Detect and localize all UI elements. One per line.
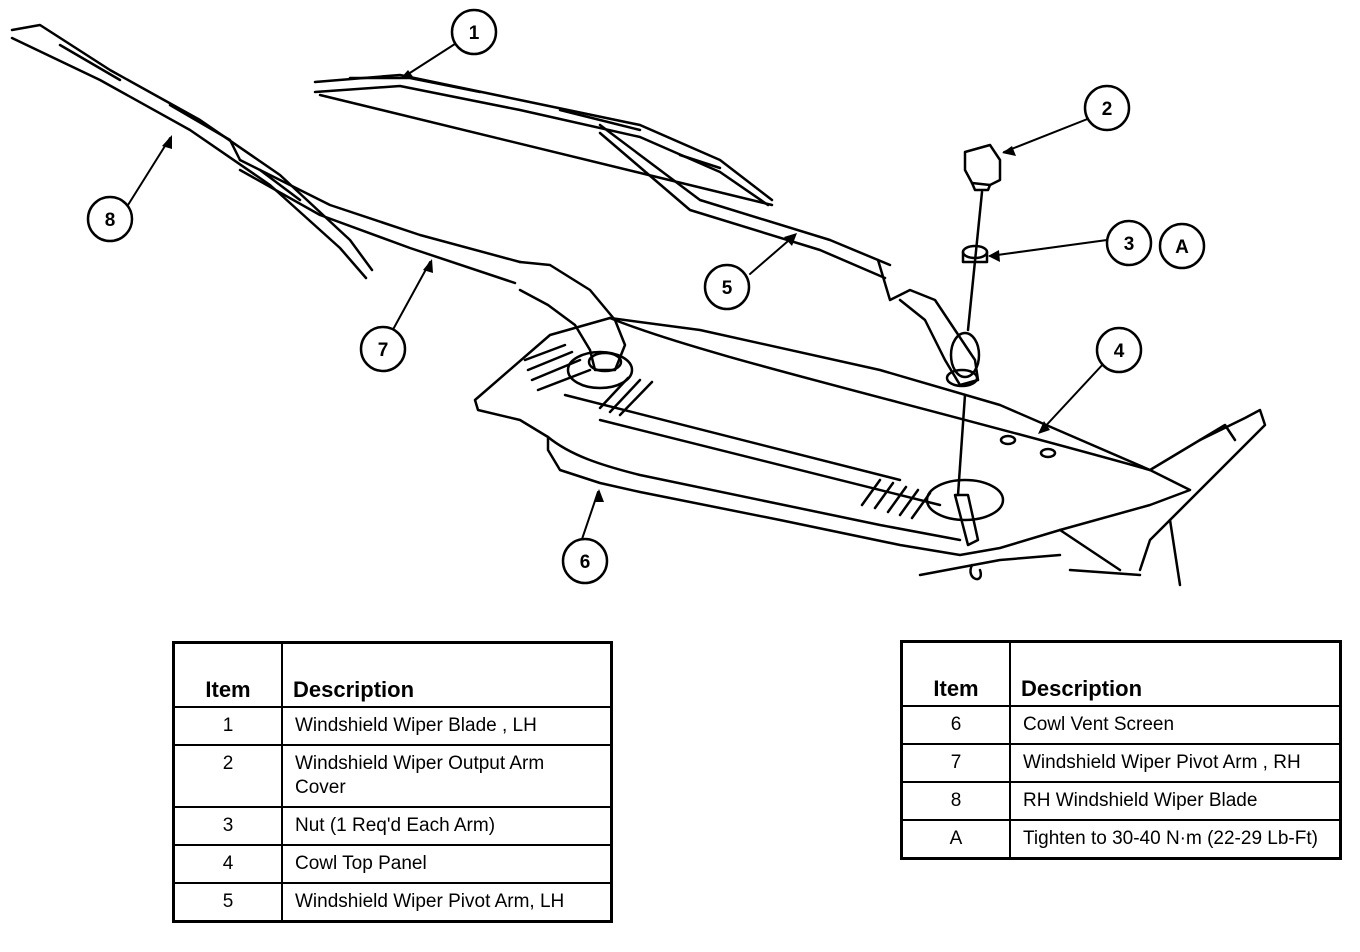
item-number: 6 [900,704,1011,745]
wiper-blade-lh [313,73,774,207]
callout-1 [450,8,498,56]
item-number: A [900,818,1011,859]
item-number: 7 [900,742,1011,783]
callout-4 [1095,326,1143,374]
header-description: Description [281,641,613,708]
header-item: Item [172,641,283,708]
legend-header-row: Item Description [900,640,1342,707]
table-row: 4 Cowl Top Panel [172,843,613,884]
callout-8-label: 8 [105,210,116,231]
callout-6 [561,537,609,585]
item-description: Windshield Wiper Pivot Arm, LH [281,881,613,922]
item-number: 8 [900,780,1011,821]
callout-a [1158,222,1206,270]
item-number: 2 [172,743,283,808]
item-description: Windshield Wiper Blade , LH [281,705,613,746]
cowl-top-panel [473,316,1267,587]
wiper-blade-rh [10,23,374,280]
table-row: 2 Windshield Wiper Output Arm Cover [172,743,613,808]
callout-2-label: 2 [1102,99,1113,120]
table-row: 8 RH Windshield Wiper Blade [900,780,1342,821]
pivot-stud [953,393,983,581]
callout-a-label: A [1175,237,1189,258]
item-number: 4 [172,843,283,884]
callout-4-label: 4 [1114,341,1125,362]
item-description: RH Windshield Wiper Blade [1009,780,1342,821]
callout-7-label: 7 [378,340,389,361]
callout-8 [86,195,134,243]
leader-lines [127,41,1108,546]
item-number: 1 [172,705,283,746]
item-number: 3 [172,805,283,846]
item-number: 5 [172,881,283,922]
item-description: Windshield Wiper Pivot Arm , RH [1009,742,1342,783]
callout-1-label: 1 [469,23,480,44]
callout-3 [1105,219,1153,267]
callout-7 [359,325,407,373]
callout-2 [1083,84,1131,132]
header-item: Item [900,640,1011,707]
callout-5-label: 5 [722,278,733,299]
wiper-pivot-arm-lh [598,123,981,388]
arrow-heads [162,70,1050,502]
item-description: Cowl Vent Screen [1009,704,1342,745]
wiper-pivot-arm-rh [238,158,627,373]
item-description: Windshield Wiper Output Arm Cover [281,743,613,808]
nut [961,244,989,264]
item-description: Nut (1 Req'd Each Arm) [281,805,613,846]
table-row: 3 Nut (1 Req'd Each Arm) [172,805,613,846]
callout-6-label: 6 [580,552,591,573]
table-row: A Tighten to 30-40 N·m (22-29 Lb-Ft) [900,818,1342,859]
callout-5 [703,263,751,311]
item-description: Cowl Top Panel [281,843,613,884]
legend-table-right: Item Description 6 Cowl Vent Screen 7 Wi… [900,640,1342,860]
callout-3-label: 3 [1124,234,1135,255]
legend-header-row: Item Description [172,641,613,708]
table-row: 1 Windshield Wiper Blade , LH [172,705,613,746]
table-row: 7 Windshield Wiper Pivot Arm , RH [900,742,1342,783]
table-row: 6 Cowl Vent Screen [900,704,1342,745]
legend-table-left: Item Description 1 Windshield Wiper Blad… [172,641,613,923]
table-row: 5 Windshield Wiper Pivot Arm, LH [172,881,613,922]
item-description: Tighten to 30-40 N·m (22-29 Lb-Ft) [1009,818,1342,859]
header-description: Description [1009,640,1342,707]
wiper-assembly-diagram: 1 2 3 A 4 5 6 7 8 [10,8,1267,587]
output-arm-cover [963,143,1002,332]
